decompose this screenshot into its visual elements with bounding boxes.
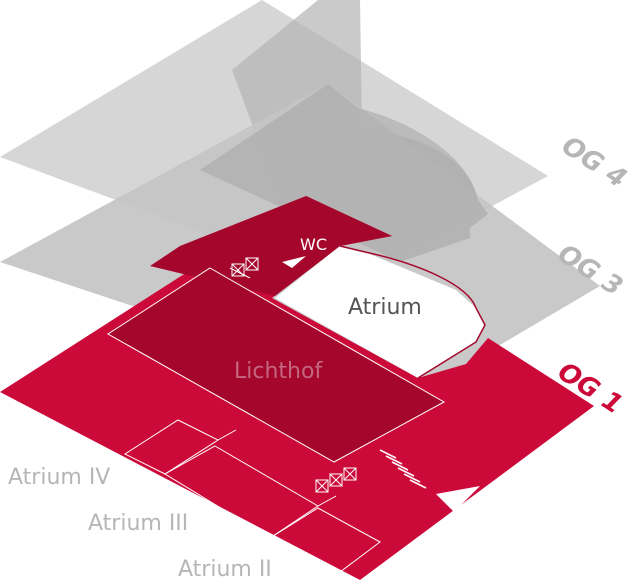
- lichthof-label: Lichthof: [234, 359, 323, 384]
- floor-og1: [0, 196, 594, 580]
- atrium-outline: [339, 245, 486, 379]
- atrium-void: [275, 246, 485, 378]
- direction-triangle-icon: [436, 486, 480, 512]
- atrium-label: Atrium: [348, 295, 422, 320]
- elevator-icon: [315, 467, 357, 493]
- wc-triangle-icon: [282, 256, 306, 268]
- atrium-ii-label: Atrium II: [178, 557, 272, 582]
- atrium-iii-label: Atrium III: [88, 511, 188, 536]
- og3-overlap-shadow: [200, 84, 488, 262]
- atrium-iv-label: Atrium IV: [8, 465, 110, 490]
- room-atrium-ii: [268, 507, 381, 573]
- wall-1: [217, 429, 237, 441]
- floor-label-og4: OG 4: [556, 131, 632, 195]
- lichthof-block: [107, 267, 446, 463]
- room-outlines: [123, 267, 381, 573]
- wall-2: [317, 495, 337, 507]
- wc-label: WC: [300, 235, 327, 254]
- stairs: [379, 449, 427, 489]
- elevator-icon-upper: [231, 257, 259, 277]
- wall-3: [229, 267, 251, 279]
